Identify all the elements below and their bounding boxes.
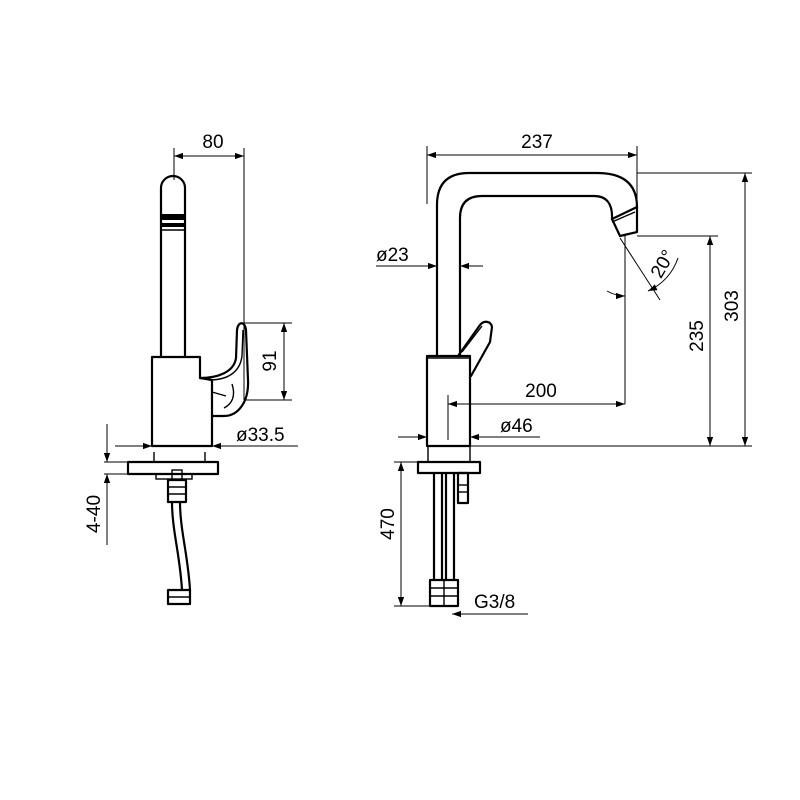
- front-base-flange: [416, 460, 482, 475]
- dim-303: 303: [722, 290, 743, 322]
- dim-91: 91: [260, 350, 281, 371]
- dim-angle-20: 20°: [647, 247, 680, 282]
- front-lever-handle: [456, 320, 494, 378]
- front-hose-right: [444, 471, 456, 582]
- dim-thread-g3-8: G3/8: [474, 592, 515, 613]
- front-spout: [435, 171, 639, 358]
- dim-235: 235: [687, 320, 708, 352]
- dim-diameter-23: ø23: [376, 245, 409, 266]
- dim-237: 237: [521, 132, 553, 153]
- dim-470: 470: [378, 508, 399, 540]
- front-threaded-rod: [456, 471, 470, 505]
- front-view: 237 ø23 20° 235 303 200 ø46 470: [376, 132, 752, 618]
- dim-diameter-46: ø46: [500, 416, 533, 437]
- side-base-flange: [126, 460, 220, 476]
- side-aerator: [161, 214, 185, 220]
- dim-200: 200: [525, 381, 557, 402]
- dim-80: 80: [202, 132, 223, 153]
- side-mounting-nut: [166, 478, 188, 504]
- side-view: 80 91 ø33.5 4-40: [84, 132, 298, 606]
- dim-diameter-33-5: ø33.5: [236, 425, 285, 446]
- side-spout: [159, 174, 187, 359]
- front-hose-left: [432, 471, 444, 582]
- side-lever-handle: [198, 322, 250, 418]
- side-hose: [170, 500, 184, 592]
- dim-4-40: 4-40: [84, 495, 105, 533]
- side-body: [150, 355, 214, 448]
- front-aerator: [610, 205, 639, 238]
